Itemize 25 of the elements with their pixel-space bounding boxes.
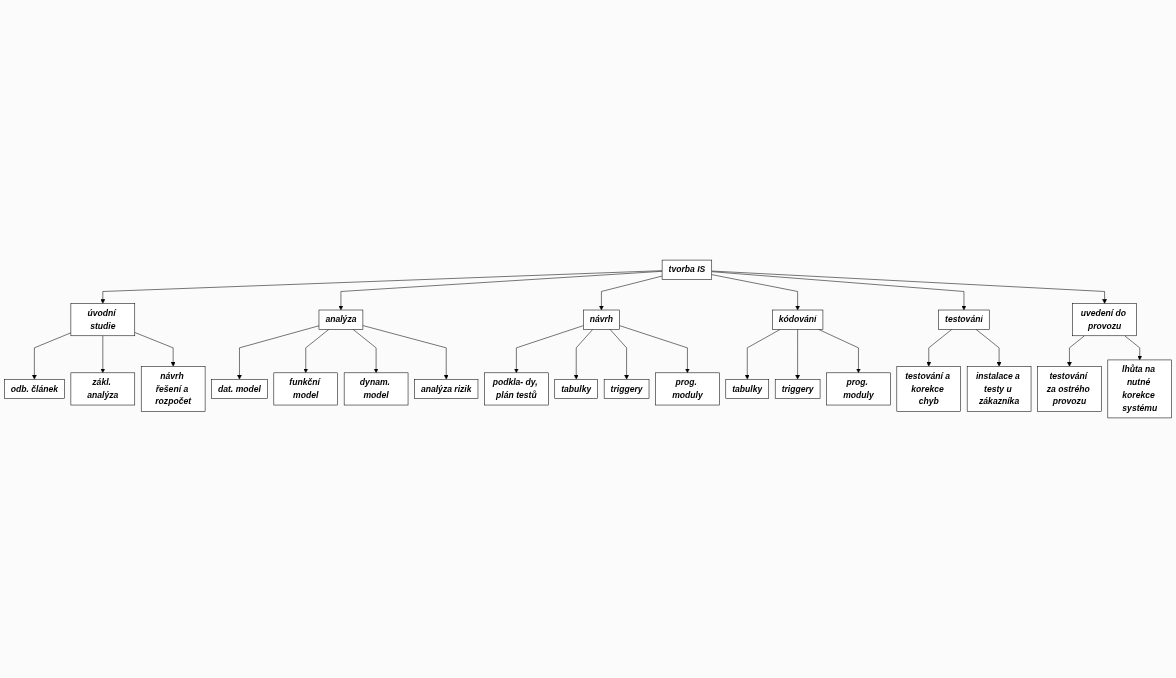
node-box: analýza [318, 309, 364, 330]
node-box: zákl. analýza [70, 372, 136, 406]
node-box: analýza rizik [414, 379, 479, 399]
node-box: úvodní studie [70, 303, 136, 337]
node-box: tabulky [725, 379, 769, 399]
node-box: triggery [774, 379, 821, 399]
node-box: prog. moduly [655, 372, 720, 406]
node-box: funkční model [273, 372, 338, 406]
node-box: lhůta na nutné korekce systému [1107, 359, 1172, 419]
node-box: tabulky [554, 379, 598, 399]
node-box: testování za ostrého provozu [1037, 366, 1102, 412]
node-box: triggery [603, 379, 650, 399]
node-box: návrh řešení a rozpočet [140, 366, 206, 412]
node-box: kódování [772, 309, 824, 330]
node-box: testování a korekce chyb [896, 366, 961, 412]
node-box: podkla- dy, plán testů [484, 372, 549, 406]
node-box: odb. článek [4, 379, 65, 399]
node-box: návrh [583, 309, 620, 330]
node-box: tvorba IS [661, 259, 712, 280]
node-box: instalace a testy u zákazníka [966, 366, 1032, 412]
node-box: uvedení do provozu [1072, 303, 1137, 337]
node-box: dat. model [211, 379, 268, 399]
node-box: prog. moduly [826, 372, 891, 406]
node-box: dynam. model [343, 372, 409, 406]
node-box: testování [938, 309, 990, 330]
